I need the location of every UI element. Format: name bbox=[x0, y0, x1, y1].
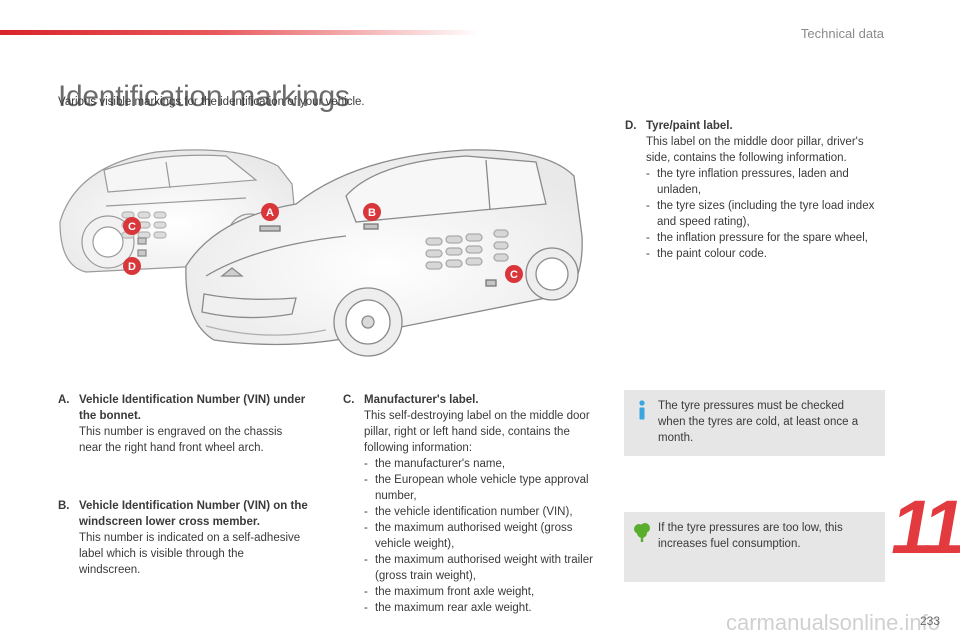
marker-d: D bbox=[123, 257, 141, 275]
svg-text:C: C bbox=[128, 221, 136, 233]
svg-text:D: D bbox=[128, 261, 136, 273]
item-d-list: the tyre inflation pressures, laden and … bbox=[646, 166, 880, 262]
info-note-text: The tyre pressures must be checked when … bbox=[658, 400, 859, 444]
info-icon bbox=[632, 399, 652, 426]
section-label: Technical data bbox=[800, 26, 884, 41]
item-b-letter: B. bbox=[58, 500, 70, 512]
item-c-list: the manufacturer's name, the European wh… bbox=[364, 456, 598, 616]
item-a-heading: Vehicle Identification Number (VIN) unde… bbox=[79, 394, 306, 422]
list-item: the maximum authorised weight (gross veh… bbox=[364, 520, 598, 552]
marker-c-front: C bbox=[505, 265, 523, 283]
item-d-letter: D. bbox=[625, 120, 637, 132]
header-accent-bar bbox=[0, 30, 480, 35]
tree-icon bbox=[632, 521, 652, 548]
list-item: the tyre sizes (including the tyre load … bbox=[646, 198, 880, 230]
page-title: Identification markings bbox=[58, 80, 350, 114]
vehicle-drawing: A B C D C bbox=[59, 149, 583, 357]
item-a-text: This number is engraved on the chassis n… bbox=[79, 426, 283, 454]
list-item: the tyre inflation pressures, laden and … bbox=[646, 166, 880, 198]
item-a-letter: A. bbox=[58, 394, 70, 406]
svg-text:C: C bbox=[510, 269, 518, 281]
list-item: the vehicle identification number (VIN), bbox=[364, 504, 598, 520]
marker-a: A bbox=[261, 203, 279, 221]
item-a: A. Vehicle Identification Number (VIN) u… bbox=[58, 392, 308, 456]
item-c-heading: Manufacturer's label. bbox=[364, 394, 479, 406]
item-b-text: This number is indicated on a self-adhes… bbox=[79, 532, 301, 576]
item-c-text: This self-destroying label on the middle… bbox=[364, 410, 590, 454]
item-c: C. Manufacturer's label. This self-destr… bbox=[343, 392, 598, 616]
page-subtitle: Various visible markings for the identif… bbox=[58, 96, 365, 108]
svg-text:A: A bbox=[266, 207, 274, 219]
item-c-letter: C. bbox=[343, 394, 355, 406]
list-item: the paint colour code. bbox=[646, 246, 880, 262]
item-b-heading: Vehicle Identification Number (VIN) on t… bbox=[79, 500, 308, 528]
eco-note: If the tyre pressures are too low, this … bbox=[624, 512, 885, 582]
watermark: carmanualsonline.info bbox=[725, 610, 940, 635]
list-item: the maximum authorised weight with trail… bbox=[364, 552, 598, 584]
svg-text:B: B bbox=[368, 207, 376, 219]
list-item: the maximum rear axle weight. bbox=[364, 600, 598, 616]
item-b: B. Vehicle Identification Number (VIN) o… bbox=[58, 498, 308, 578]
page-number: 233 bbox=[919, 614, 940, 628]
marker-c-rear: C bbox=[123, 217, 141, 235]
item-d: D. Tyre/paint label. This label on the m… bbox=[625, 118, 880, 262]
front-car-drawing bbox=[185, 149, 583, 357]
list-item: the maximum front axle weight, bbox=[364, 584, 598, 600]
list-item: the European whole vehicle type approval… bbox=[364, 472, 598, 504]
info-note: The tyre pressures must be checked when … bbox=[624, 390, 885, 456]
list-item: the inflation pressure for the spare whe… bbox=[646, 230, 880, 246]
chapter-number: 11 bbox=[884, 485, 960, 570]
item-d-text: This label on the middle door pillar, dr… bbox=[646, 136, 864, 164]
list-item: the manufacturer's name, bbox=[364, 456, 598, 472]
marker-b: B bbox=[363, 203, 381, 221]
item-d-heading: Tyre/paint label. bbox=[646, 120, 733, 132]
vehicle-illustration: A B C D C bbox=[46, 126, 606, 376]
eco-note-text: If the tyre pressures are too low, this … bbox=[658, 522, 843, 550]
